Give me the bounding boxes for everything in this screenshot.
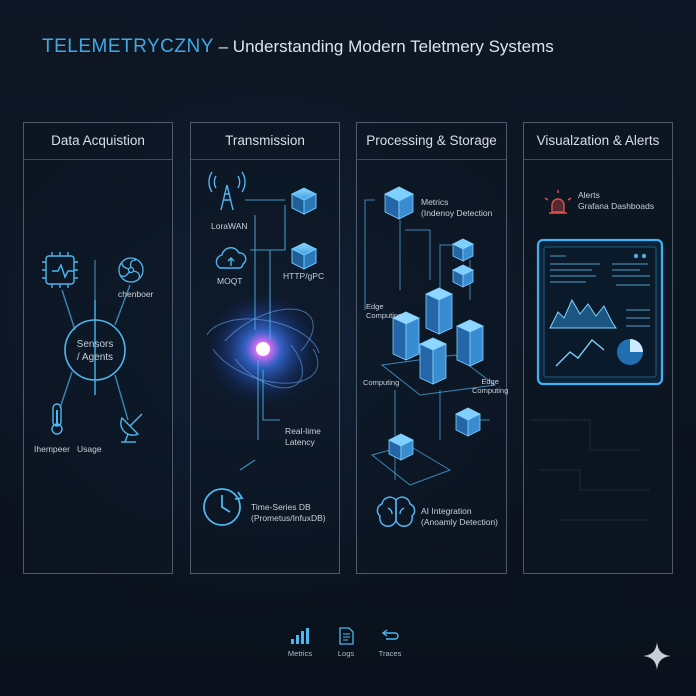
chip-icon	[42, 252, 78, 288]
server-cube	[455, 407, 481, 437]
grafana-line: Grafana Dashboads	[578, 200, 655, 211]
edge-left-line-2: Computing	[366, 311, 403, 321]
title-brand: TELEMETRYCZNY	[42, 36, 214, 57]
lorawan-label: LoraWAN	[211, 221, 248, 231]
temperature-label: Ihempeer	[34, 444, 70, 454]
hub-line-1: Sensors	[76, 339, 114, 350]
usage-label: Usage	[77, 444, 102, 454]
legend-logs-label: Logs	[337, 649, 355, 658]
tsdb-line-1: Time-Series DB	[251, 502, 311, 512]
ai-integration-label: AI Integration (Anoamly Detection)	[421, 506, 498, 527]
bar-chart-icon	[291, 628, 309, 644]
network-cube-icon	[290, 187, 318, 215]
mqtt-label: MOQT	[217, 276, 243, 286]
dashboard-tablet	[536, 238, 664, 386]
satellite-dish-icon	[120, 413, 143, 443]
metrics-line-2: (Indenoy Detection	[421, 207, 493, 218]
server-cube	[384, 186, 414, 220]
sparkle-icon	[643, 642, 671, 670]
transmission-graphics	[239, 199, 286, 471]
traces-icon	[381, 629, 399, 640]
legend-metrics-label: Metrics	[287, 649, 313, 658]
page-title: TELEMETRYCZNY – Understanding Modern Tel…	[42, 36, 682, 58]
legend-logs: Logs	[330, 627, 362, 658]
time-series-db-label: Time-Series DB (Prometus/InfuxDB)	[251, 502, 326, 523]
metrics-line-1: Metrics	[421, 197, 449, 207]
edge-right-line-2: Computing	[472, 386, 509, 396]
server-cube	[452, 264, 474, 288]
fan-icon	[118, 257, 144, 283]
edge-computing-left-label: Edge Computing	[366, 302, 402, 321]
fan-label: chenboer	[118, 289, 154, 299]
server-cube	[452, 238, 474, 262]
http-grpc-label: HTTP/gPC	[283, 271, 325, 281]
edge-computing-right-label: Edge Computing	[472, 377, 508, 396]
legend-traces: Traces	[374, 627, 406, 658]
sensors-agents-label: Sensors / Agents	[73, 339, 117, 364]
document-icon	[339, 627, 354, 645]
computing-label: Computing	[363, 378, 400, 387]
acquisition-graphics	[59, 260, 131, 421]
server-cube	[388, 433, 414, 461]
alerts-line: Alerts	[578, 190, 600, 200]
alert-siren-icon	[544, 190, 572, 214]
legend-metrics: Metrics	[284, 627, 316, 658]
realtime-latency-label: Real-lime Latency	[285, 426, 321, 447]
tsdb-line-2: (Prometus/InfuxDB)	[251, 512, 326, 523]
clock-icon	[203, 488, 244, 526]
brain-icon	[376, 496, 416, 527]
cloud-upload-icon	[215, 247, 247, 269]
server-tower	[392, 311, 420, 361]
server-tower	[456, 319, 484, 367]
column-heading: Data Acquistion	[24, 123, 172, 160]
storage-cubes	[384, 186, 484, 461]
ai-line-2: (Anoamly Detection)	[421, 516, 499, 527]
edge-left-line-1: Edge	[366, 302, 384, 311]
ai-line-1: AI Integration	[421, 506, 472, 516]
thermometer-icon	[51, 403, 63, 435]
metrics-label: Metrics (Indenoy Detection	[421, 197, 492, 218]
radio-tower-icon	[208, 171, 246, 211]
network-cube-icon	[290, 242, 318, 270]
hub-line-2: / Agents	[76, 351, 114, 363]
title-subtitle: – Understanding Modern Teletmery Systems	[213, 37, 554, 56]
column-heading: Transmission	[191, 123, 339, 160]
column-heading: Processing & Storage	[357, 123, 506, 160]
data-vortex-graphic	[201, 287, 325, 411]
realtime-line-2: Latency	[285, 436, 315, 447]
column-heading: Visualzation & Alerts	[524, 123, 672, 160]
server-tower	[419, 337, 447, 385]
alerts-label: Alerts Grafana Dashboads	[578, 190, 654, 211]
edge-right-line-1: Edge	[481, 377, 499, 386]
realtime-line-1: Real-lime	[285, 426, 321, 436]
server-tower	[425, 287, 453, 335]
legend-traces-label: Traces	[378, 649, 402, 658]
